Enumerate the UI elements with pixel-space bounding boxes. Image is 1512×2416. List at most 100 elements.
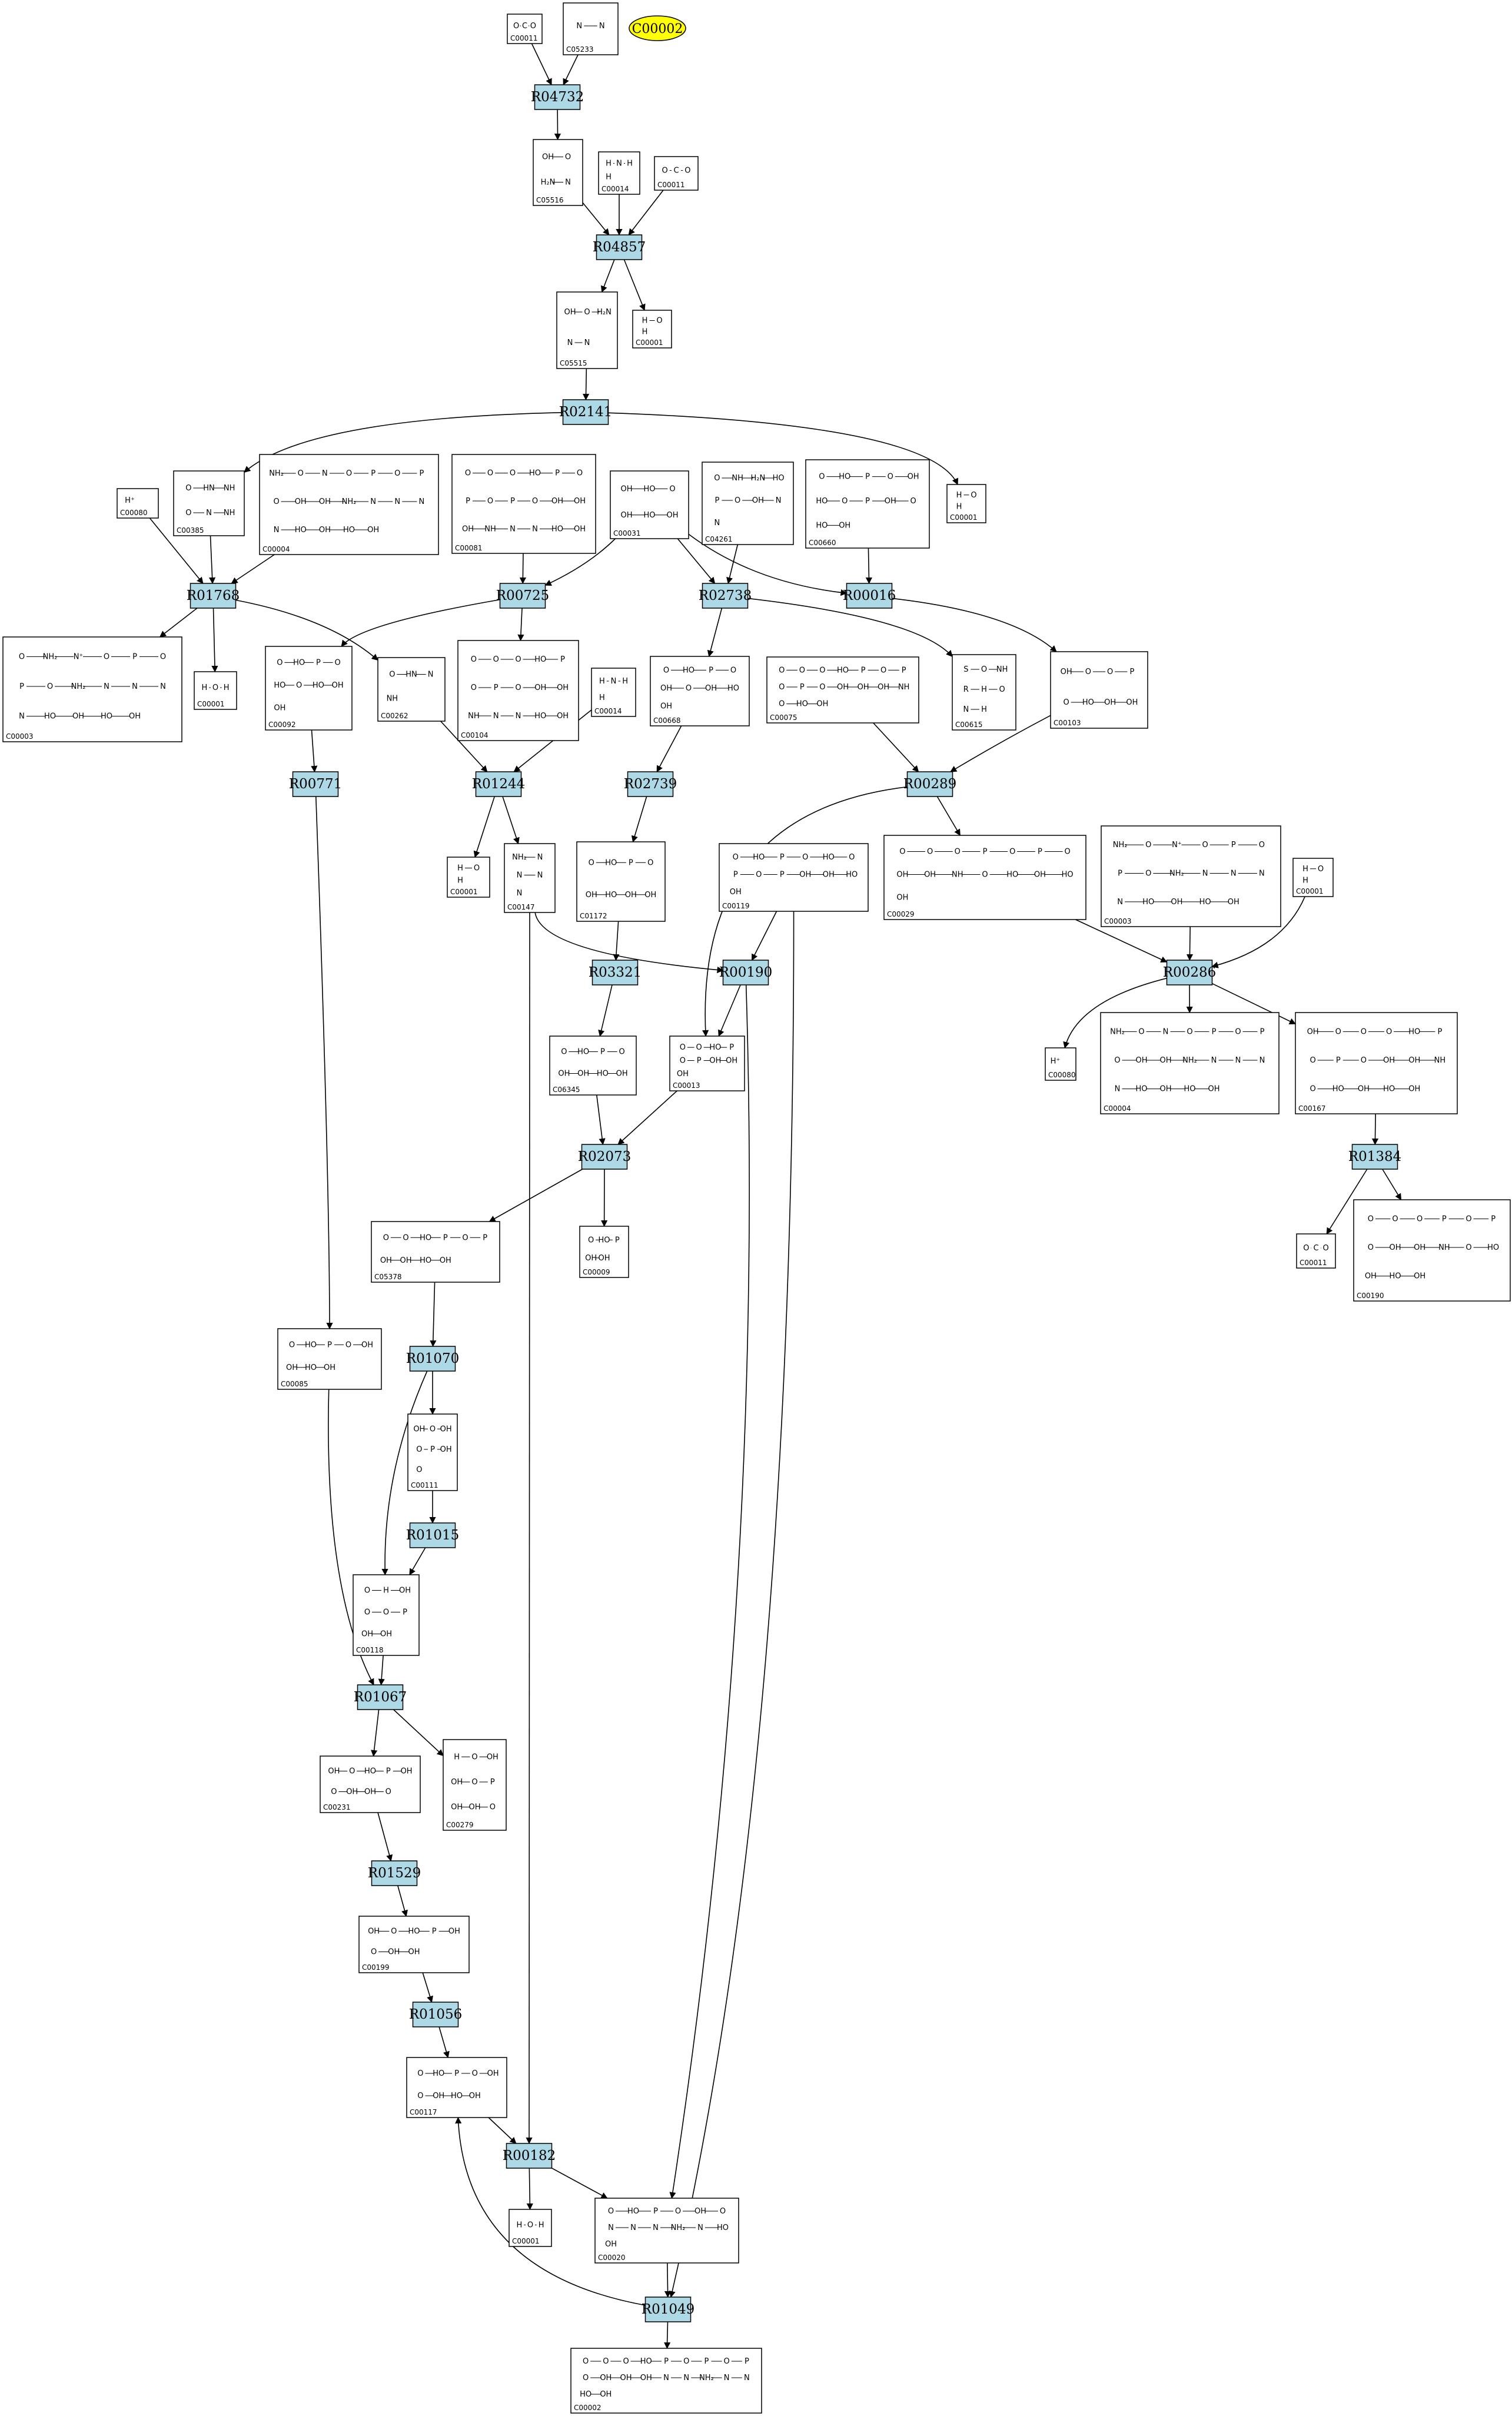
pathway-edge: [664, 2262, 672, 2298]
atom-label: HO: [816, 521, 828, 530]
atom-label: O: [185, 484, 191, 493]
reaction-node[interactable]: R02141: [559, 399, 612, 425]
atom-label: NH₂: [671, 2223, 686, 2232]
reaction-node[interactable]: R01015: [406, 1522, 459, 1548]
pathway-edge: [747, 598, 953, 658]
reaction-node[interactable]: R01056: [409, 2002, 462, 2027]
reaction-node[interactable]: R00771: [289, 771, 342, 797]
reaction-node[interactable]: R00016: [843, 583, 896, 609]
reaction-node[interactable]: R01244: [472, 771, 525, 797]
atom-label: HO: [420, 1233, 431, 1242]
reaction-node[interactable]: R03321: [589, 960, 642, 985]
atom-label: HO: [343, 526, 355, 535]
atom-label: N: [724, 2374, 730, 2382]
reaction-node[interactable]: R01529: [368, 1860, 421, 1886]
atom-label: P: [983, 848, 988, 857]
reaction-node[interactable]: R00182: [503, 2143, 556, 2169]
reaction-node[interactable]: R02073: [578, 1144, 631, 1170]
atom-label: O: [662, 167, 668, 175]
compound-box: [654, 156, 699, 191]
pathway-edge: [936, 796, 961, 836]
reaction-node[interactable]: R02738: [699, 583, 752, 609]
atom-label: NH₂: [512, 853, 527, 862]
reaction-node[interactable]: R01768: [187, 583, 240, 609]
atom-label: H: [454, 1753, 460, 1761]
atom-label: O: [1138, 1027, 1144, 1036]
reaction-node[interactable]: R01384: [1348, 1144, 1401, 1170]
reaction-node[interactable]: R04732: [531, 84, 584, 110]
pathway-edge: [717, 984, 741, 1037]
reaction-node[interactable]: R01049: [642, 2296, 694, 2322]
reaction-node[interactable]: R01070: [406, 1346, 459, 1372]
atom-label: OH: [586, 891, 597, 900]
compound-node[interactable]: H⁺C00080: [1045, 1047, 1076, 1081]
reaction-node[interactable]: R00725: [496, 583, 549, 609]
atom-label: HO: [796, 700, 808, 709]
compound-id-label: C00117: [410, 2108, 437, 2116]
compound-box: [265, 646, 353, 731]
reaction-node[interactable]: R01067: [354, 1684, 407, 1710]
reaction-node[interactable]: R02739: [624, 771, 677, 797]
reaction-id-label: R01067: [354, 1690, 407, 1705]
reaction-node[interactable]: R00190: [719, 960, 772, 985]
atom-label: OH: [332, 681, 344, 690]
compound-node[interactable]: H⁺C00080: [117, 488, 159, 519]
atom-label: P: [745, 2357, 749, 2366]
reaction-node[interactable]: R00289: [903, 771, 956, 797]
compound-box: [1101, 825, 1281, 927]
atom-label: HO: [1184, 1085, 1195, 1094]
reaction-node[interactable]: R00286: [1163, 960, 1216, 985]
reaction-node[interactable]: R04857: [593, 234, 646, 260]
atom-label: OH: [620, 2374, 632, 2382]
